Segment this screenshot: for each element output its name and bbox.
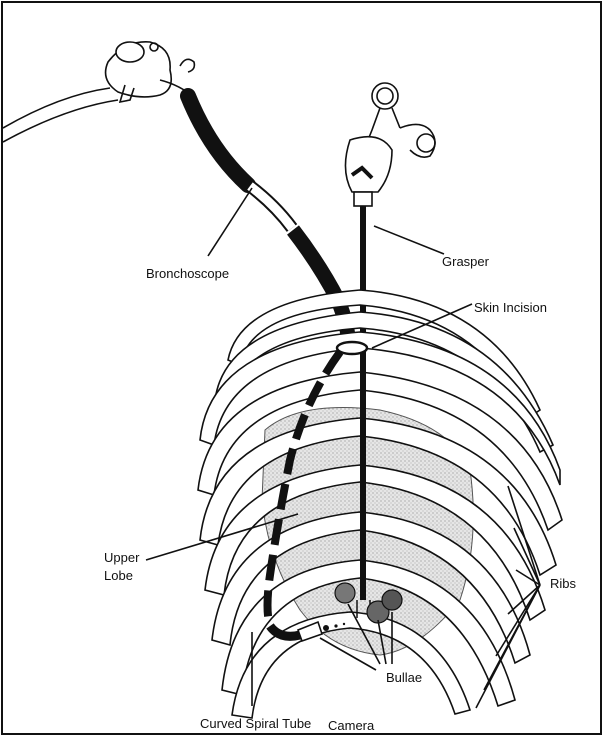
ribs-label: Ribs: [550, 576, 577, 591]
bullae-label: Bullae: [386, 670, 422, 685]
skin-incision-label: Skin Incision: [474, 300, 547, 315]
grasper-label: Grasper: [442, 254, 490, 269]
upper-lobe-label-line2: Lobe: [104, 568, 133, 583]
skin-incision-mark: [337, 342, 367, 354]
camera-label: Camera: [328, 718, 375, 733]
bronchoscope-label: Bronchoscope: [146, 266, 229, 281]
upper-lobe-label-line1: Upper: [104, 550, 140, 565]
curved-spiral-tube-label: Curved Spiral Tube: [200, 716, 311, 731]
